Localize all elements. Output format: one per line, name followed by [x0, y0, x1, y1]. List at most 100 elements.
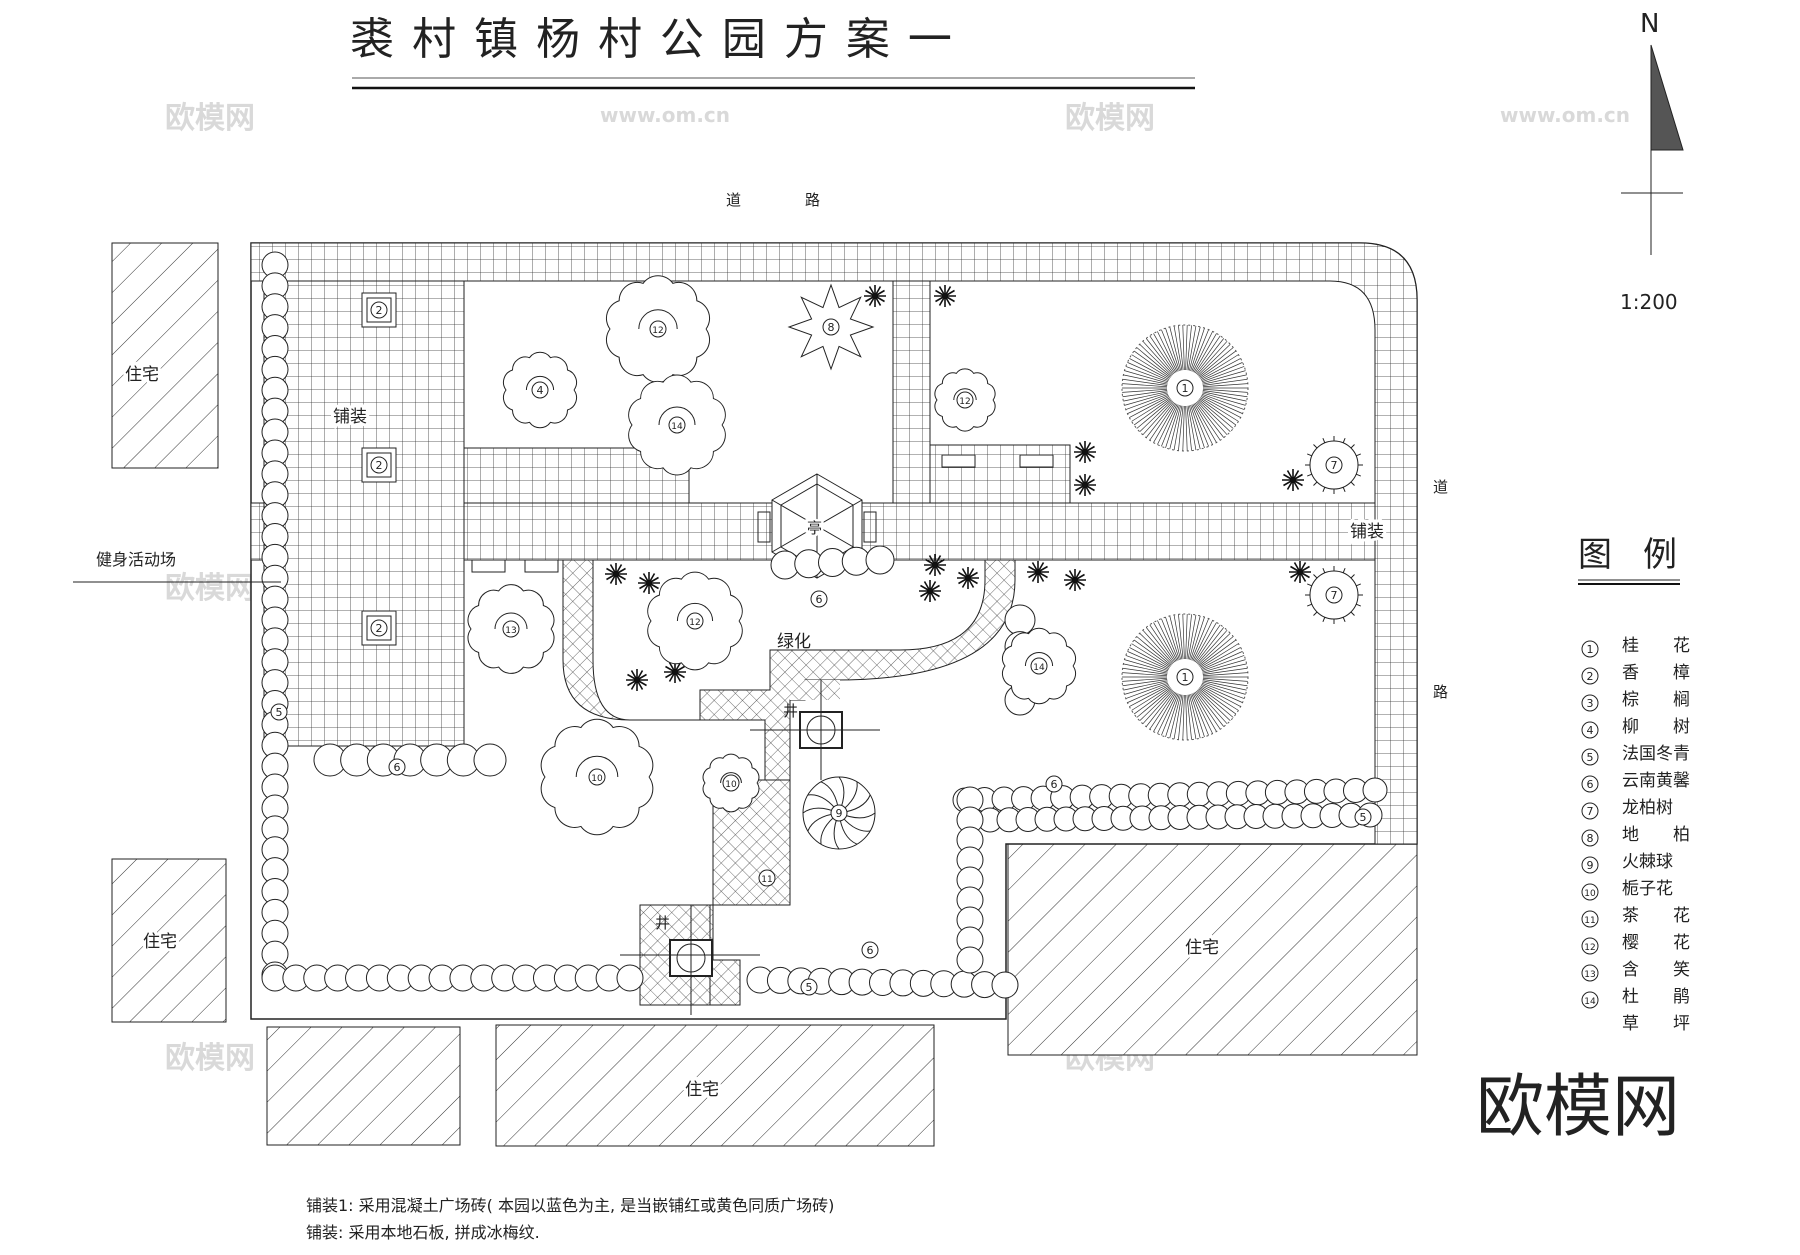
palm-icon — [957, 567, 979, 589]
residential-blocks: 住宅 住宅 住宅 住宅 — [111, 242, 1418, 1147]
plant-marker-8: 8 — [787, 283, 875, 371]
plant-number: 10 — [725, 780, 737, 790]
palm-icon — [864, 285, 886, 307]
plant-number: 13 — [505, 626, 516, 636]
legend-item: 7 龙柏树 — [1581, 798, 1673, 820]
paving-top-band — [250, 242, 1418, 845]
svg-text:欧模网: 欧模网 — [165, 1041, 255, 1076]
plant-number: 9 — [836, 807, 843, 820]
hedge-shrub — [865, 545, 895, 575]
legend-number: 1 — [1587, 643, 1594, 656]
plant-number: 4 — [537, 384, 544, 397]
plant-marker-11: 11 — [758, 869, 776, 887]
area-labels: 道 路 道 路 健身活动场 铺装 铺装 绿化 — [73, 191, 1448, 701]
legend-name: 樱 花 — [1622, 933, 1690, 953]
hedge-shrub — [616, 964, 644, 992]
well-icon: 井 — [620, 905, 760, 1015]
plant-number: 2 — [376, 304, 383, 317]
plant-number: 1 — [1182, 671, 1189, 684]
svg-text:欧模网: 欧模网 — [165, 101, 255, 136]
legend-item: 3 棕 榈 — [1581, 690, 1690, 712]
plant-marker-13: 13 — [467, 584, 555, 674]
plant-number: 5 — [276, 706, 283, 719]
well-icon: 井 — [750, 680, 880, 780]
svg-text:路: 路 — [1433, 683, 1448, 701]
legend-name: 法国冬青 — [1622, 744, 1690, 764]
plant-marker-1: 1 — [1121, 324, 1249, 452]
scale-label: 1:200 — [1620, 290, 1678, 314]
palm-icon — [1027, 561, 1049, 583]
legend-name: 棕 榈 — [1622, 690, 1690, 710]
paving-left-plaza — [263, 280, 465, 747]
plant-marker-10: 10 — [540, 718, 654, 836]
legend-item: 8 地 柏 — [1581, 825, 1690, 847]
palm-icon — [638, 572, 660, 594]
plant-marker-5: 5 — [800, 978, 818, 996]
plant-marker-7: 7 — [1305, 436, 1363, 494]
svg-text:铺装: 铺装 — [1350, 522, 1384, 542]
hedge-shrub — [991, 971, 1019, 999]
plant-number: 12 — [959, 397, 970, 407]
legend-number: 9 — [1587, 859, 1594, 872]
svg-text:N: N — [1640, 9, 1659, 39]
palm-icon — [626, 669, 648, 691]
plant-marker-9: 9 — [802, 776, 876, 850]
legend-name: 地 柏 — [1622, 825, 1690, 845]
plant-marker-12: 12 — [605, 275, 711, 383]
hedge-shrub — [1362, 777, 1388, 803]
plant-number: 14 — [1033, 663, 1045, 673]
svg-text:www.om.cn: www.om.cn — [1500, 103, 1630, 127]
plant-number: 7 — [1331, 589, 1338, 602]
svg-text:欧模网: 欧模网 — [1065, 101, 1155, 136]
plant-number: 6 — [816, 593, 823, 606]
svg-text:道: 道 — [726, 191, 741, 209]
legend-name: 草 坪 — [1622, 1014, 1690, 1034]
plant-number: 14 — [671, 422, 683, 432]
svg-text:铺装: 铺装 — [333, 407, 367, 427]
svg-text:亭: 亭 — [807, 519, 822, 537]
palm-icon — [1064, 569, 1086, 591]
plant-number: 12 — [689, 618, 700, 628]
palm-icon — [919, 580, 941, 602]
legend-item: 草 坪 — [1622, 1014, 1690, 1034]
palm-icon — [1074, 474, 1096, 496]
construction-notes: 铺装1: 采用混凝土广场砖( 本园以蓝色为主, 是当嵌铺红或黄色同质广场砖) 铺… — [306, 1196, 834, 1242]
plant-marker-5: 5 — [1354, 808, 1372, 826]
legend-number: 2 — [1587, 670, 1594, 683]
plant-marker-10: 10 — [702, 753, 760, 813]
svg-text:图: 图 — [1578, 535, 1612, 575]
svg-text:井: 井 — [783, 702, 798, 720]
plant-marker-1: 1 — [1121, 613, 1249, 741]
plant-number: 6 — [867, 944, 874, 957]
hedge-shrub — [956, 946, 984, 974]
palm-icon — [1074, 441, 1096, 463]
legend-number: 4 — [1587, 724, 1594, 737]
plant-number: 6 — [1051, 778, 1058, 791]
palm-icon — [605, 563, 627, 585]
plant-marker-2: 2 — [361, 292, 397, 328]
legend-number: 3 — [1587, 697, 1594, 710]
legend-name: 龙柏树 — [1622, 798, 1673, 818]
legend-number: 7 — [1587, 805, 1594, 818]
legend-number: 8 — [1587, 832, 1594, 845]
svg-text:健身活动场: 健身活动场 — [96, 550, 176, 569]
plant-number: 2 — [376, 622, 383, 635]
svg-text:www.om.cn: www.om.cn — [600, 103, 730, 127]
svg-text:欧模网: 欧模网 — [165, 571, 255, 606]
palm-icon — [1289, 561, 1311, 583]
svg-text:住宅: 住宅 — [685, 1080, 719, 1100]
hedge-shrub — [473, 743, 507, 777]
plant-marker-6: 6 — [810, 590, 828, 608]
plant-number: 2 — [376, 459, 383, 472]
palm-icon — [924, 554, 946, 576]
plant-number: 12 — [652, 326, 663, 336]
